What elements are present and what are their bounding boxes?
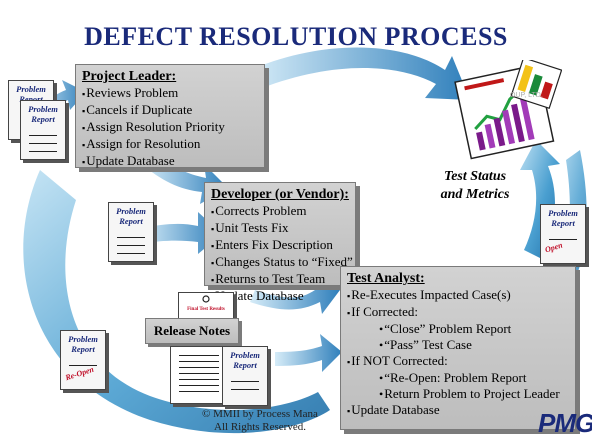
- list-item: If Corrected:: [347, 304, 569, 321]
- arrow-release-to-analyst: [275, 334, 342, 372]
- reopen-stamp: Re-Open: [64, 364, 95, 383]
- list-item: Update Database: [82, 153, 258, 170]
- list-item: Update Database: [347, 402, 569, 419]
- list-item: Unit Tests Fix: [211, 220, 349, 237]
- list-item: Enters Fix Description: [211, 237, 349, 254]
- release-notes-doc: [170, 346, 228, 404]
- pmg-logo: PMG: [538, 408, 592, 438]
- arrow-report-to-developer: [140, 212, 222, 254]
- test-status-report-icon: [454, 60, 562, 160]
- binder-ring-icon: [202, 295, 210, 303]
- project-leader-heading: Project Leader:: [82, 69, 177, 84]
- list-item: Re-Executes Impacted Case(s): [347, 287, 569, 304]
- test-analyst-box: Test Analyst: Re-Executes Impacted Case(…: [340, 266, 576, 430]
- list-item: Cancels if Duplicate: [82, 102, 258, 119]
- corporate-note: OUP, LTD.: [510, 92, 543, 99]
- list-item: Assign for Resolution: [82, 136, 258, 153]
- list-item: Reviews Problem: [82, 85, 258, 102]
- page-title: DEFECT RESOLUTION PROCESS: [84, 22, 508, 51]
- release-notes-box: Release Notes: [145, 318, 239, 344]
- final-test-doc-label: Final Test Results: [187, 307, 225, 312]
- list-item: Changes Status to “Fixed”: [211, 254, 353, 271]
- arrow-to-metrics: [250, 47, 470, 100]
- list-item: Assign Resolution Priority: [82, 119, 258, 136]
- developer-box: Developer (or Vendor): Corrects Problem …: [204, 182, 356, 303]
- open-stamp: Open: [543, 240, 564, 255]
- list-subitem: “Re-Open: Problem Report: [347, 370, 569, 386]
- list-subitem: “Pass” Test Case: [347, 337, 569, 353]
- list-subitem: “Close” Problem Report: [347, 321, 569, 337]
- project-leader-box: Project Leader: Reviews Problem Cancels …: [75, 64, 265, 168]
- list-item: Update Database: [211, 288, 349, 305]
- list-subitem: Return Problem to Project Leader: [347, 386, 569, 402]
- developer-heading: Developer (or Vendor):: [211, 187, 349, 202]
- list-item: Corrects Problem: [211, 203, 349, 220]
- list-item: If NOT Corrected:: [347, 353, 569, 370]
- list-item: Returns to Test Team: [211, 271, 349, 288]
- test-analyst-heading: Test Analyst:: [347, 271, 425, 286]
